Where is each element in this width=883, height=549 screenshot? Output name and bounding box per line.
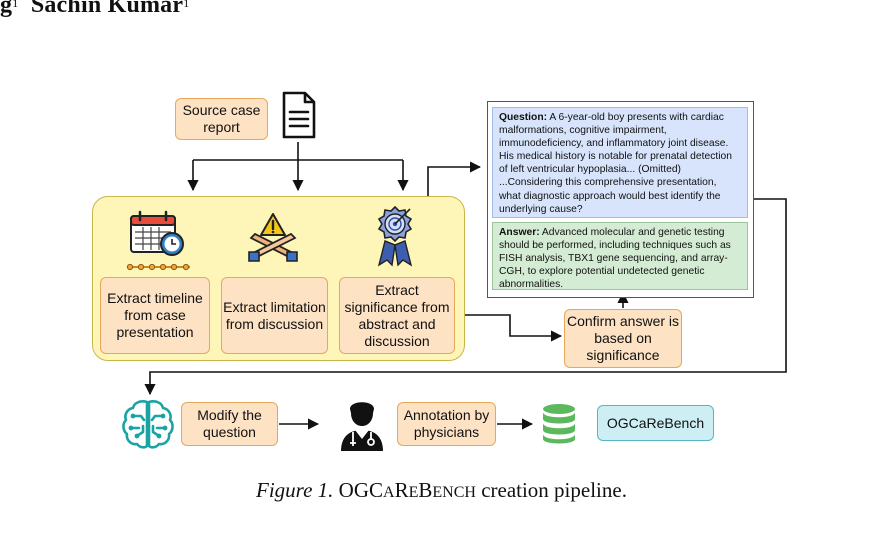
award-badge-icon xyxy=(377,205,413,267)
answer-box: Answer: Advanced molecular and genetic t… xyxy=(492,222,748,290)
extract-limitation-box: Extract limitation from discussion xyxy=(221,277,328,354)
source-case-report-box: Source case report xyxy=(175,98,268,140)
figure-caption: Figure 1. OGCAREBENCH creation pipeline. xyxy=(0,478,883,503)
ogcarebench-output-box: OGCaReBench xyxy=(597,405,714,441)
database-icon xyxy=(543,404,575,444)
annotation-box: Annotation by physicians xyxy=(397,402,496,446)
doctor-icon xyxy=(341,402,383,451)
answer-text: Advanced molecular and genetic testing s… xyxy=(499,227,731,291)
modify-question-box: Modify the question xyxy=(181,402,278,446)
arrow-to-qa xyxy=(427,161,482,196)
calendar-clock-icon xyxy=(126,210,190,271)
caption-prefix: Figure 1. xyxy=(256,478,334,502)
extract-timeline-box: Extract timeline from case presentation xyxy=(100,277,210,354)
author-fragment-affiliation: 1 xyxy=(12,0,19,10)
document-icon xyxy=(282,91,316,139)
question-label: Question: xyxy=(499,112,548,123)
ai-brain-icon xyxy=(122,400,174,449)
warning-cross-icon xyxy=(248,213,298,262)
caption-suffix: creation pipeline. xyxy=(481,478,627,502)
caption-benchmark-name: OGCAREBENCH xyxy=(338,478,476,502)
question-text: A 6-year-old boy presents with cardiac m… xyxy=(499,112,732,215)
answer-label: Answer: xyxy=(499,227,540,238)
author-fragment: g xyxy=(0,0,13,18)
arrow-to-modify xyxy=(144,198,787,396)
extract-significance-box: Extract significance from abstract and d… xyxy=(339,277,455,354)
author-line: g1 Sachin Kumar1 xyxy=(0,0,189,19)
confirm-answer-box: Confirm answer is based on significance xyxy=(564,309,682,368)
question-box: Question: A 6-year-old boy presents with… xyxy=(492,107,748,218)
author-name: Sachin Kumar xyxy=(30,0,184,18)
author-name-affiliation: 1 xyxy=(183,0,190,10)
arrow-to-confirm xyxy=(455,314,563,342)
